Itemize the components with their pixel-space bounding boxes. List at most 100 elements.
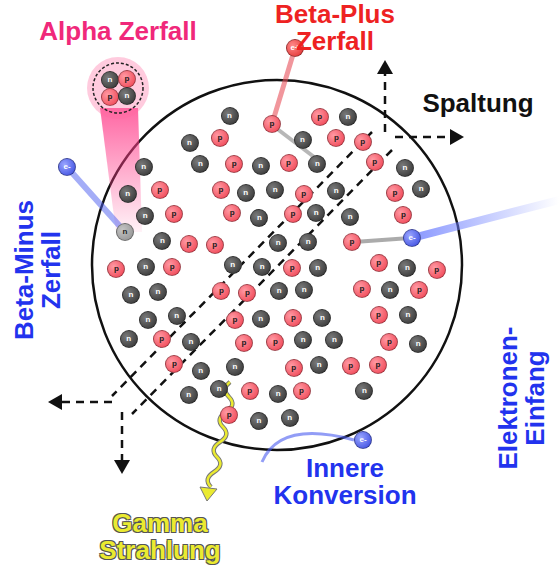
particle-letter: p <box>291 314 296 322</box>
neutron: n <box>341 208 359 226</box>
proton: p <box>394 206 412 224</box>
proton: p <box>370 254 388 272</box>
alpha-cluster-outline <box>93 63 143 113</box>
proton: p <box>354 133 372 151</box>
proton: p <box>212 181 230 199</box>
arrowhead <box>114 460 130 474</box>
electron: e- <box>58 158 76 176</box>
particle-letter: p <box>376 311 381 319</box>
particle-letter: n <box>345 113 350 121</box>
proton: p <box>263 115 281 133</box>
particle-letter: p <box>376 259 381 267</box>
particle-letter: p <box>159 335 164 343</box>
particle-letter: n <box>301 336 306 344</box>
particle-letter: p <box>291 210 296 218</box>
particle-letter: p <box>219 186 224 194</box>
particle-letter: n <box>108 76 113 84</box>
particle-letter: n <box>128 291 133 299</box>
particle-letter: p <box>286 159 291 167</box>
particle-letter: e- <box>63 163 70 171</box>
arrowhead <box>450 129 464 145</box>
particle-letter: n <box>315 160 320 168</box>
particle-letter: n <box>156 288 161 296</box>
proton: p <box>295 185 313 203</box>
particle-letter: p <box>434 266 439 274</box>
fission-arrow <box>384 74 387 132</box>
proton: p <box>235 334 253 352</box>
neutron: n <box>180 386 198 404</box>
alpha-glow <box>87 57 149 119</box>
particle-letter: p <box>108 93 113 101</box>
proton: p <box>107 260 125 278</box>
particle-letter: p <box>299 387 304 395</box>
decay-label: Beta-Plus Zerfall <box>268 1 403 56</box>
proton: p <box>366 153 384 171</box>
particle-letter: n <box>186 391 191 399</box>
proton: p <box>285 359 303 377</box>
particle-letter: n <box>306 238 311 246</box>
particle-letter: p <box>401 211 406 219</box>
particle-letter: p <box>157 186 162 194</box>
electron: e- <box>354 431 372 449</box>
proton: p <box>220 406 238 424</box>
neutron: n <box>192 362 210 380</box>
particle-letter: n <box>217 385 222 393</box>
particle-letter: n <box>198 160 203 168</box>
particle-letter: p <box>273 338 278 346</box>
particle-letter: n <box>388 286 393 294</box>
proton: p <box>225 155 243 173</box>
proton: p <box>280 154 298 172</box>
neutron: n <box>409 335 427 353</box>
neutron: n <box>119 185 137 203</box>
fission-arrow <box>395 136 450 139</box>
particle-letter: n <box>314 209 319 217</box>
proton: p <box>283 259 301 277</box>
neutron: n <box>310 356 328 374</box>
particle-letter: p <box>230 209 235 217</box>
neutron: n <box>250 412 268 430</box>
arrowhead <box>48 394 62 410</box>
particle-letter: n <box>419 185 424 193</box>
neutron: n <box>270 282 288 300</box>
fission-arrow <box>121 412 124 460</box>
beta-plus-track <box>275 57 293 116</box>
proton: p <box>238 284 256 302</box>
neutron: n <box>120 330 138 348</box>
particle-letter: p <box>219 287 224 295</box>
particle-letter: n <box>258 162 263 170</box>
particle-letter: n <box>257 214 262 222</box>
particle-letter: n <box>273 186 278 194</box>
decay-label: Elektronen-Einfang <box>495 318 550 478</box>
particle-letter: n <box>315 264 320 272</box>
proton: p <box>118 70 136 88</box>
particle-letter: n <box>320 314 325 322</box>
particle-letter: n <box>405 264 410 272</box>
neutron: n <box>136 207 154 225</box>
neutron: n <box>339 108 357 126</box>
particle-letter: p <box>227 411 232 419</box>
particle-letter: n <box>300 136 305 144</box>
particle-letter: n <box>317 361 322 369</box>
capture-beam <box>420 200 559 236</box>
particle-letter: n <box>227 112 232 120</box>
proton: p <box>180 235 198 253</box>
neutron: n <box>181 134 199 152</box>
neutron: n <box>294 131 312 149</box>
particle-letter: p <box>334 134 339 142</box>
proton: p <box>342 357 360 375</box>
decay-label: Spaltung <box>408 90 548 117</box>
fission-arrow <box>62 401 112 404</box>
neutron: n <box>168 307 186 325</box>
particle-letter: n <box>143 263 148 271</box>
particle-letter: n <box>405 311 410 319</box>
particle-letter: n <box>125 92 130 100</box>
neutron: n <box>399 306 417 324</box>
particle-letter: n <box>123 228 128 236</box>
decay-label: Beta-Minus Zerfall <box>11 193 66 348</box>
particle-letter: n <box>125 190 130 198</box>
proton: p <box>153 330 171 348</box>
gamma-arrowhead <box>200 487 217 501</box>
particle-letter: p <box>360 138 365 146</box>
particle-letter: n <box>276 239 281 247</box>
